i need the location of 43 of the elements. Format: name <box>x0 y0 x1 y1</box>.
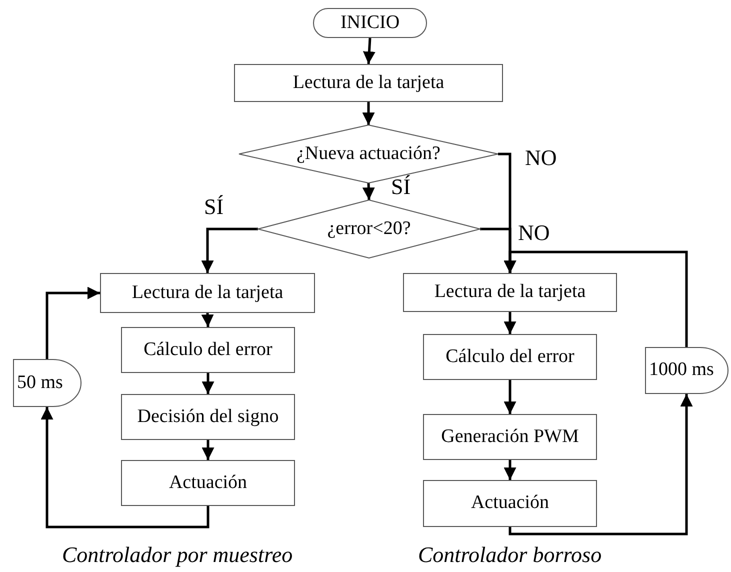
process-box <box>423 480 597 527</box>
process-box <box>423 414 597 460</box>
arrow <box>508 394 693 536</box>
arrow <box>201 312 214 328</box>
arrow <box>504 312 516 334</box>
node-label: Lectura de la tarjeta <box>132 282 284 304</box>
process-box <box>403 273 617 312</box>
node-label: Cálculo del error <box>446 346 574 368</box>
arrow <box>362 182 375 200</box>
node-label: ¿Nueva actuación? <box>296 144 440 164</box>
process-box <box>121 327 295 373</box>
process-box <box>423 334 597 380</box>
arrow <box>201 228 258 273</box>
arrow <box>202 440 214 460</box>
start-terminal <box>313 8 427 38</box>
arrow <box>40 407 210 528</box>
node-label: Generación PWM <box>441 426 579 448</box>
delay-shape <box>645 347 728 394</box>
node-label: Actuación <box>470 493 550 514</box>
caption: Controlador borroso <box>418 542 602 568</box>
node-label: INICIO <box>340 12 400 34</box>
arrow <box>504 250 688 347</box>
node-label: 1000 ms <box>649 360 714 381</box>
process-box <box>234 64 503 102</box>
arrow <box>504 380 516 414</box>
node-label: Decisión del signo <box>137 406 279 428</box>
arrow <box>46 286 100 359</box>
process-box <box>100 273 315 313</box>
process-box <box>121 394 295 440</box>
node-label: Actuación <box>168 472 248 494</box>
node-label: 50 ms <box>17 372 63 394</box>
arrow <box>362 38 376 64</box>
process-box <box>121 460 295 506</box>
delay-shape <box>13 359 81 407</box>
node-label: ¿error<20? <box>327 218 411 240</box>
arrow <box>362 102 375 125</box>
arrow <box>202 373 214 394</box>
caption: Controlador por muestreo <box>62 542 293 568</box>
node-label: Lectura de la tarjeta <box>434 282 586 303</box>
decision-diamond <box>258 200 480 258</box>
arrow <box>504 460 516 480</box>
node-label: Lectura de la tarjeta <box>292 72 444 94</box>
node-label: Cálculo del error <box>144 340 272 360</box>
